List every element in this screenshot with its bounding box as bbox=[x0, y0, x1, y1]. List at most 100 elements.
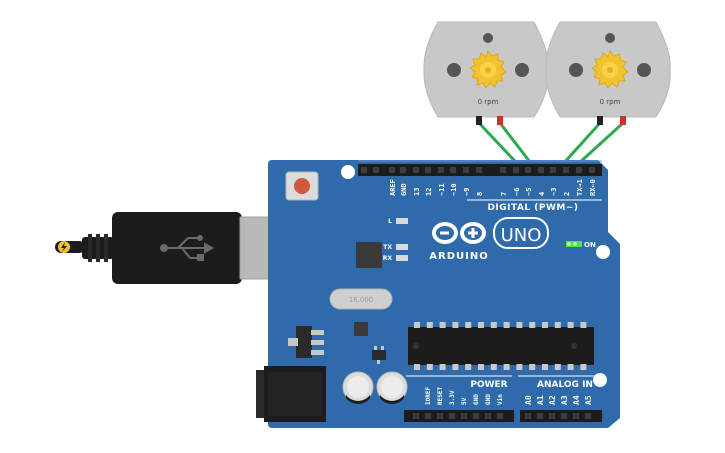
led-rx-label: RX bbox=[383, 255, 393, 262]
pin-socket[interactable] bbox=[537, 413, 543, 419]
digital-pin-label: AREF bbox=[389, 179, 397, 196]
digital-pin-label: ~11 bbox=[438, 183, 446, 196]
pin-socket[interactable] bbox=[425, 167, 431, 173]
mount-hole bbox=[593, 373, 607, 387]
pin-socket[interactable] bbox=[525, 413, 531, 419]
led-rx bbox=[396, 255, 408, 261]
motor-mount-hole-top bbox=[483, 33, 493, 43]
motor-terminal-black[interactable] bbox=[476, 116, 482, 125]
analog-pin-label: A4 bbox=[572, 395, 581, 405]
led-tx bbox=[396, 244, 408, 250]
pin-socket[interactable] bbox=[549, 413, 555, 419]
power-pin-label: GND bbox=[473, 394, 480, 405]
arduino-uno-board[interactable]: AREF GND 13 12 ~11 ~10 ~9 8 7 ~6 ~5 4 ~3 2 TX→1 RX←0 DI… bbox=[256, 160, 620, 428]
capacitor-1 bbox=[342, 371, 374, 405]
gear-icon bbox=[591, 49, 629, 89]
pin-socket[interactable] bbox=[413, 413, 419, 419]
pin-socket[interactable] bbox=[473, 413, 479, 419]
motor-speed-label: 0 rpm bbox=[600, 98, 621, 106]
digital-pin-label: 7 bbox=[500, 192, 508, 196]
analog-header-label: ANALOG IN bbox=[537, 380, 593, 390]
power-pin-label: 3.3V bbox=[449, 390, 456, 405]
digital-pin-label: 4 bbox=[538, 192, 546, 196]
pin-socket[interactable] bbox=[538, 167, 544, 173]
power-pin-label: IOREF bbox=[425, 387, 432, 405]
arduino-infinity-logo bbox=[432, 222, 486, 244]
crystal-oscillator bbox=[329, 288, 393, 310]
digital-pin-label: RX←0 bbox=[589, 179, 597, 196]
pin-socket[interactable] bbox=[425, 413, 431, 419]
pin-socket[interactable] bbox=[437, 413, 443, 419]
digital-pin-label: ~9 bbox=[463, 188, 471, 196]
motor-terminal-red[interactable] bbox=[620, 116, 626, 125]
pin-socket[interactable] bbox=[373, 167, 379, 173]
pin-socket[interactable] bbox=[513, 167, 519, 173]
pin-socket[interactable] bbox=[497, 413, 503, 419]
digital-pin-label: ~3 bbox=[550, 188, 558, 196]
pin-socket[interactable] bbox=[576, 167, 582, 173]
voltage-regulator bbox=[288, 326, 324, 358]
power-led-label: ON bbox=[584, 241, 596, 249]
motor-mount-hole-left bbox=[569, 63, 583, 77]
mount-hole bbox=[596, 245, 610, 259]
gear-icon bbox=[469, 49, 507, 89]
pin-socket[interactable] bbox=[561, 413, 567, 419]
digital-pin-sockets bbox=[361, 167, 595, 173]
dc-motor-2[interactable]: 0 rpm bbox=[545, 21, 671, 125]
motor-mount-hole-top bbox=[605, 33, 615, 43]
led-l bbox=[396, 218, 408, 224]
analog-pin-label: A0 bbox=[524, 395, 533, 405]
pin-socket[interactable] bbox=[563, 167, 569, 173]
pin-socket[interactable] bbox=[585, 413, 591, 419]
motor-terminal-black[interactable] bbox=[597, 116, 603, 125]
pin-socket[interactable] bbox=[461, 413, 467, 419]
pin-socket[interactable] bbox=[413, 167, 419, 173]
pin-socket[interactable] bbox=[589, 167, 595, 173]
digital-pin-label: ~10 bbox=[450, 183, 458, 196]
led-tx-label: TX bbox=[383, 244, 392, 251]
digital-pin-label: 8 bbox=[476, 192, 484, 196]
motor-mount-hole-right bbox=[515, 63, 529, 77]
digital-pin-label: 13 bbox=[413, 188, 421, 196]
power-pin-label: 5V bbox=[461, 397, 468, 405]
pin-socket[interactable] bbox=[449, 413, 455, 419]
analog-pin-label: A5 bbox=[584, 395, 593, 405]
digital-pin-label: 2 bbox=[563, 192, 571, 196]
usb-trident-icon bbox=[160, 235, 215, 261]
bottom-pin-sockets bbox=[413, 413, 591, 419]
pin-socket[interactable] bbox=[573, 413, 579, 419]
pin-socket[interactable] bbox=[389, 167, 395, 173]
reset-button[interactable] bbox=[285, 171, 319, 201]
analog-pin-label: A2 bbox=[548, 395, 557, 405]
power-header-label: POWER bbox=[470, 380, 507, 390]
motor-terminal-red[interactable] bbox=[497, 116, 503, 125]
pin-socket[interactable] bbox=[550, 167, 556, 173]
digital-pin-label: 12 bbox=[425, 188, 433, 196]
uno-badge bbox=[493, 217, 549, 249]
pin-socket[interactable] bbox=[485, 413, 491, 419]
atmega-microcontroller bbox=[408, 322, 594, 370]
pin-socket[interactable] bbox=[400, 167, 406, 173]
motor-mount-hole-right bbox=[637, 63, 651, 77]
digital-pin-label: TX→1 bbox=[576, 179, 584, 196]
dc-motor-1[interactable]: 0 rpm bbox=[423, 21, 549, 125]
power-pin-label: RESET bbox=[437, 387, 444, 405]
arduino-brand-text: ARDUINO bbox=[429, 251, 488, 262]
led-l-label: L bbox=[388, 218, 392, 225]
digital-pin-label: ~6 bbox=[513, 188, 521, 196]
pin-socket[interactable] bbox=[500, 167, 506, 173]
analog-pin-label: A3 bbox=[560, 395, 569, 405]
pin-socket[interactable] bbox=[361, 167, 367, 173]
pin-socket[interactable] bbox=[476, 167, 482, 173]
digital-header-label: DIGITAL (PWM~) bbox=[487, 203, 578, 213]
dc-power-jack[interactable] bbox=[256, 366, 326, 422]
pin-socket[interactable] bbox=[438, 167, 444, 173]
pin-socket[interactable] bbox=[450, 167, 456, 173]
digital-pin-label: ~5 bbox=[525, 188, 533, 196]
pin-socket[interactable] bbox=[463, 167, 469, 173]
uno-model-text: UNO bbox=[501, 225, 542, 246]
pin-socket[interactable] bbox=[525, 167, 531, 173]
